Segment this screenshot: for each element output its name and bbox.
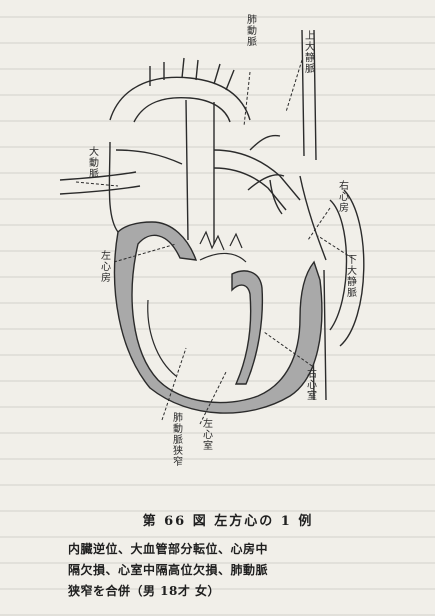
- pulmonary-artery-vessel: [214, 150, 300, 200]
- label-right-ventricle: 右心室: [304, 368, 315, 401]
- caption-title: 第 66 図 左方心の 1 例: [68, 510, 388, 529]
- caption-note: 内臓逆位、大血管部分転位、心房中 隔欠損、心室中隔高位欠損、肺動脈 狭窄を合併（…: [68, 539, 388, 602]
- ascending-aorta: [186, 100, 214, 244]
- septum: [232, 271, 262, 384]
- label-superior-vena-cava: 上大静脈: [302, 30, 313, 74]
- figure-caption: 第 66 図 左方心の 1 例 内臓逆位、大血管部分転位、心房中 隔欠損、心室中…: [68, 510, 388, 602]
- label-pulmonary-artery: 肺動脈: [244, 14, 255, 47]
- label-left-atrium: 左心房: [98, 250, 109, 283]
- label-aorta: 大動脈: [86, 146, 97, 179]
- label-left-ventricle: 左心室: [200, 418, 211, 451]
- ventricle-wall: [115, 222, 322, 413]
- cavity-lines: [148, 232, 246, 376]
- label-right-atrium: 右心房: [336, 180, 347, 213]
- caption-line: 内臓逆位、大血管部分転位、心房中: [68, 539, 388, 560]
- label-inferior-vena-cava: 下大静脈: [344, 254, 355, 298]
- caption-line: 狭窄を合併（男 18才 女）: [68, 581, 388, 602]
- label-pulmonary-stenosis: 肺動脈狭窄: [170, 412, 181, 467]
- caption-line: 隔欠損、心室中隔高位欠損、肺動脈: [68, 560, 388, 581]
